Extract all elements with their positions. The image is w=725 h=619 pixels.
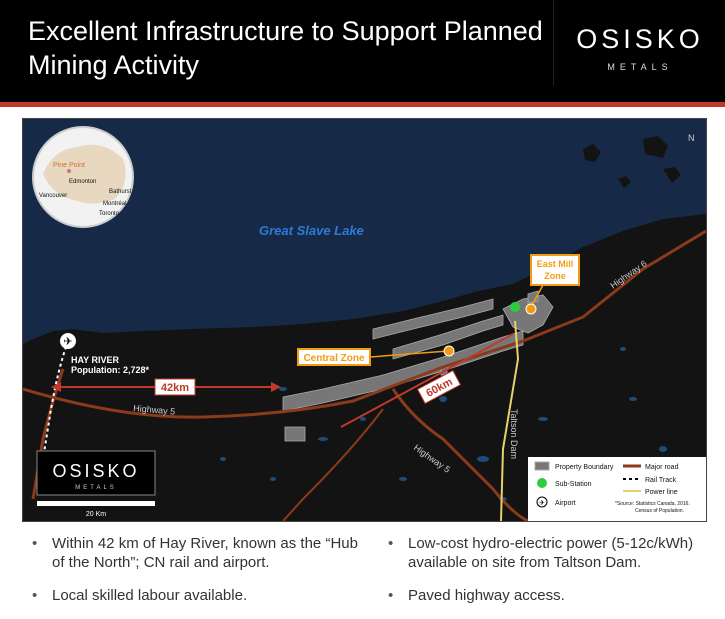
logo-wordmark: OSISKO: [576, 24, 704, 54]
taltson-dam-label: Taltson Dam: [509, 409, 519, 459]
distance-label-42km: 42km: [161, 382, 189, 394]
bullet-column-left: •Within 42 km of Hay River, known as the…: [32, 534, 372, 619]
bullet-column-right: •Low-cost hydro-electric power (5-12c/kW…: [388, 534, 713, 619]
legend-source-line1: *Source: Statistics Canada, 2016.: [615, 501, 690, 507]
hay-river-population: Population: 2,728*: [71, 365, 150, 375]
major-road-highway-5-south: [391, 388, 529, 521]
highway-5-label: Highway 5: [133, 403, 176, 417]
island: [583, 144, 601, 162]
inset-label-toronto: Toronto: [99, 211, 120, 217]
svg-text:✈: ✈: [63, 336, 72, 348]
legend-rail-track: Rail Track: [645, 477, 677, 484]
local-road: [282, 408, 384, 521]
island: [643, 136, 668, 158]
svg-text:✈: ✈: [539, 500, 545, 507]
island: [663, 167, 681, 183]
bullet-item: •Low-cost hydro-electric power (5-12c/kW…: [388, 535, 694, 571]
scale-label: 20 Km: [86, 511, 106, 518]
inset-label-pine-point: Pine Point: [53, 162, 85, 169]
bullet-text: Local skilled labour available.: [52, 587, 248, 604]
major-road-highway-5: [23, 229, 706, 419]
legend-major-road: Major road: [645, 464, 679, 471]
bullet-text: Within 42 km of Hay River, known as the …: [52, 535, 358, 571]
bullet-item: •Paved highway access.: [388, 587, 565, 604]
bullet-item: •Within 42 km of Hay River, known as the…: [32, 535, 358, 571]
legend-power-line: Power line: [645, 489, 678, 496]
map-logo-wordmark: OSISKO: [52, 461, 139, 481]
header-accent-line: [0, 102, 725, 107]
bullet-points: •Within 42 km of Hay River, known as the…: [0, 534, 725, 619]
east-mill-label-line1: East Mill: [537, 259, 574, 269]
central-zone-marker: [443, 345, 455, 357]
bullet-text: Low-cost hydro-electric power (5-12c/kWh…: [408, 535, 694, 571]
east-mill-label-line2: Zone: [544, 271, 566, 281]
hay-river-label: HAY RIVER: [71, 355, 120, 365]
inset-label-bathurst: Bathurst: [109, 189, 132, 195]
legend-airport: Airport: [555, 500, 576, 507]
east-mill-zone-marker: [525, 303, 537, 315]
bullet-text: Paved highway access.: [408, 587, 565, 604]
distance-arrow-60km: [340, 333, 514, 428]
inset-label-edmonton: Edmonton: [69, 179, 96, 185]
legend-property-boundary: Property Boundary: [555, 464, 614, 471]
airport-icon: [60, 333, 76, 349]
scale-bar: [37, 501, 155, 506]
infrastructure-map: ✈ HAY RIVER Population: 2,728* 42km 60km…: [22, 118, 707, 522]
map-logo-subtitle: METALS: [75, 485, 117, 491]
company-logo: OSISKO METALS: [553, 0, 725, 86]
island: [618, 176, 631, 188]
inset-label-montreal: Montréal: [103, 201, 126, 207]
legend-substation: Sub-Station: [555, 481, 592, 488]
map-legend: [528, 457, 706, 521]
north-arrow-icon: N: [688, 133, 695, 143]
power-line: [500, 320, 520, 521]
great-slave-lake-label: Great Slave Lake: [259, 223, 364, 238]
map-logo-box: [36, 450, 156, 496]
canada-landmass: [43, 144, 126, 204]
pine-point-marker: [67, 169, 71, 173]
property-boundary: [282, 290, 554, 442]
legend-source-line2: Census of Population.: [635, 508, 684, 514]
great-slave-lake: [23, 119, 706, 344]
central-zone-label: Central Zone: [303, 353, 365, 364]
inset-label-vancouver: Vancouver: [39, 193, 67, 199]
east-mill-zone-callout: [530, 254, 580, 286]
page-title: Excellent Infrastructure to Support Plan…: [28, 16, 543, 80]
substation-icon: [510, 302, 520, 312]
logo-subtitle: METALS: [607, 62, 673, 72]
bullet-item: •Local skilled labour available.: [32, 587, 248, 604]
